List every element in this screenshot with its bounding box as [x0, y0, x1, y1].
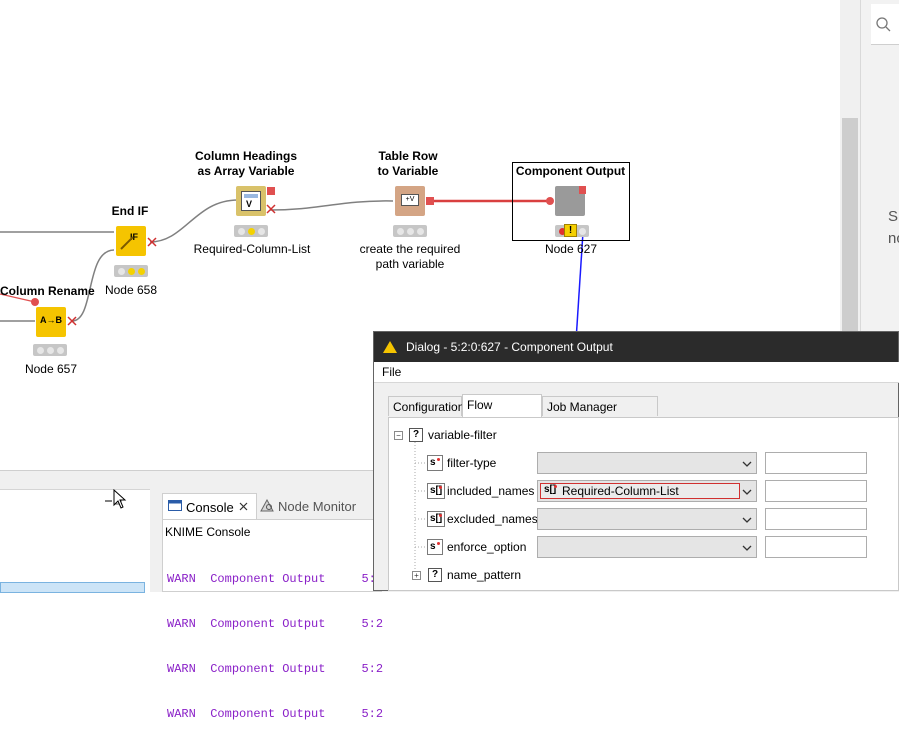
connection-headings-to-tablerow [269, 200, 394, 211]
tab-console[interactable]: Console [162, 493, 257, 519]
component-output-flowvar-inport [546, 197, 554, 205]
mouse-cursor-icon [113, 489, 127, 509]
dialog-menubar: File [374, 362, 899, 383]
node-label-658: Node 658 [104, 283, 158, 297]
node-label-627: Node 627 [544, 242, 598, 256]
connection-rename-to-endif [71, 249, 115, 322]
traffic-light-headings [234, 225, 268, 237]
column-rename-icon[interactable]: A→B [36, 307, 66, 337]
right-panel-text-1: S [888, 208, 899, 225]
node-title-component-output: Component Output [515, 164, 626, 178]
headings-flowvar-outport [267, 187, 275, 195]
node-title-column-rename: Column Rename [0, 284, 95, 298]
tree-expand-toggle[interactable]: + [412, 571, 421, 580]
console-line: WARN Component Output 5:2 [167, 572, 383, 586]
tab-console-label: Console [186, 500, 234, 515]
traffic-light-node-657 [33, 344, 67, 356]
console-line: WARN Component Output 5:2 [167, 707, 384, 721]
rename-outport-x-icon [67, 316, 77, 326]
chevron-down-icon [742, 517, 752, 523]
excluded-names-variable-select[interactable] [537, 508, 757, 530]
node-label-required-column-list: Required-Column-List [193, 242, 311, 256]
enforce-option-variable-select[interactable] [537, 536, 757, 558]
console-line: WARN Component Output 5:2 [167, 617, 384, 631]
tab-job-manager-selection[interactable]: Job Manager Selection [542, 396, 658, 434]
end-if-icon-text: IF [130, 232, 138, 242]
console-line: WARN Component Output 5:2 [167, 662, 384, 676]
warning-icon: ! [564, 224, 577, 237]
filter-type-text-field[interactable] [765, 452, 867, 474]
chevron-down-icon [742, 461, 752, 467]
row-label-enforce-option: enforce_option [447, 540, 527, 554]
flow-variables-tree [388, 417, 899, 591]
node-label-create-path-variable: create the required path variable [359, 242, 461, 271]
tab-flow-variables[interactable]: Flow Variables [462, 394, 542, 432]
enforce-option-text-field[interactable] [765, 536, 867, 558]
tree-root-label: variable-filter [428, 428, 497, 442]
console-title: KNIME Console [165, 525, 251, 539]
console-icon [168, 500, 182, 511]
node-title-table-row-to-variable: Table Row to Variable [377, 149, 439, 178]
search-box[interactable] [871, 4, 899, 45]
connection-left-red [0, 293, 36, 303]
row-label-filter-type: filter-type [447, 456, 497, 470]
unknown-type-icon: ? [409, 428, 423, 442]
chevron-down-icon [742, 545, 752, 551]
close-icon[interactable] [239, 502, 248, 511]
left-bottom-view [0, 489, 150, 593]
included-names-text-field[interactable] [765, 480, 867, 502]
console-view: KNIME Console WARN Component Output 5:2 … [162, 519, 383, 721]
column-headings-icon[interactable]: V [236, 186, 266, 216]
component-output-flowvar-outport [579, 186, 586, 194]
table-row-to-variable-icon[interactable]: +V [395, 186, 425, 216]
headings-outport-x-icon [266, 204, 276, 214]
end-if-icon[interactable]: IF [116, 226, 146, 256]
string-array-type-icon: s[] [427, 483, 445, 499]
tree-collapsed-label: name_pattern [447, 568, 522, 582]
row-label-included-names: included_names [447, 484, 535, 498]
node-title-end-if: End IF [111, 204, 149, 218]
menu-file[interactable]: File [382, 365, 402, 379]
selected-variable-highlight: s[] Required-Column-List [540, 483, 740, 499]
right-panel-text-2: nc [888, 230, 899, 247]
tree-lines [414, 442, 427, 575]
traffic-light-tablerow [393, 225, 427, 237]
node-title-column-headings: Column Headings as Array Variable [194, 149, 297, 178]
tablerow-flowvar-outport [426, 197, 434, 205]
included-names-variable-select[interactable]: s[] Required-Column-List [537, 480, 757, 502]
excluded-names-text-field[interactable] [765, 508, 867, 530]
dialog-title: Dialog - 5:2:0:627 - Component Output [406, 340, 613, 354]
unknown-type-icon: ? [428, 568, 442, 582]
string-array-type-icon: s[] [427, 511, 445, 527]
tab-configuration[interactable]: Configuration [388, 396, 464, 416]
rename-flowvar-inport [31, 298, 39, 306]
chevron-down-icon [742, 489, 752, 495]
string-array-type-icon: s[] [544, 484, 557, 495]
selected-row[interactable] [0, 582, 145, 593]
string-type-icon: s [427, 539, 443, 555]
filter-type-variable-select[interactable] [537, 452, 757, 474]
node-monitor-icon [260, 499, 274, 512]
string-type-icon: s [427, 455, 443, 471]
traffic-light-node-658 [114, 265, 148, 277]
dialog-titlebar[interactable]: Dialog - 5:2:0:627 - Component Output [374, 332, 898, 362]
endif-outport-x-icon [147, 237, 157, 247]
row-label-excluded-names: excluded_names [447, 512, 538, 526]
tab-node-monitor-label: Node Monitor [278, 499, 357, 514]
search-icon [876, 17, 891, 32]
tree-collapse-toggle[interactable]: − [394, 431, 403, 440]
column-rename-icon-text: A→B [40, 315, 62, 325]
tab-node-monitor[interactable]: Node Monitor [258, 493, 368, 519]
connection-endif-to-headings [149, 199, 239, 243]
console-lines: WARN Component Output 5:2 WARN Component… [167, 542, 383, 752]
knime-logo-icon [383, 341, 397, 353]
node-label-657: Node 657 [24, 362, 78, 376]
component-output-selection [512, 162, 630, 241]
